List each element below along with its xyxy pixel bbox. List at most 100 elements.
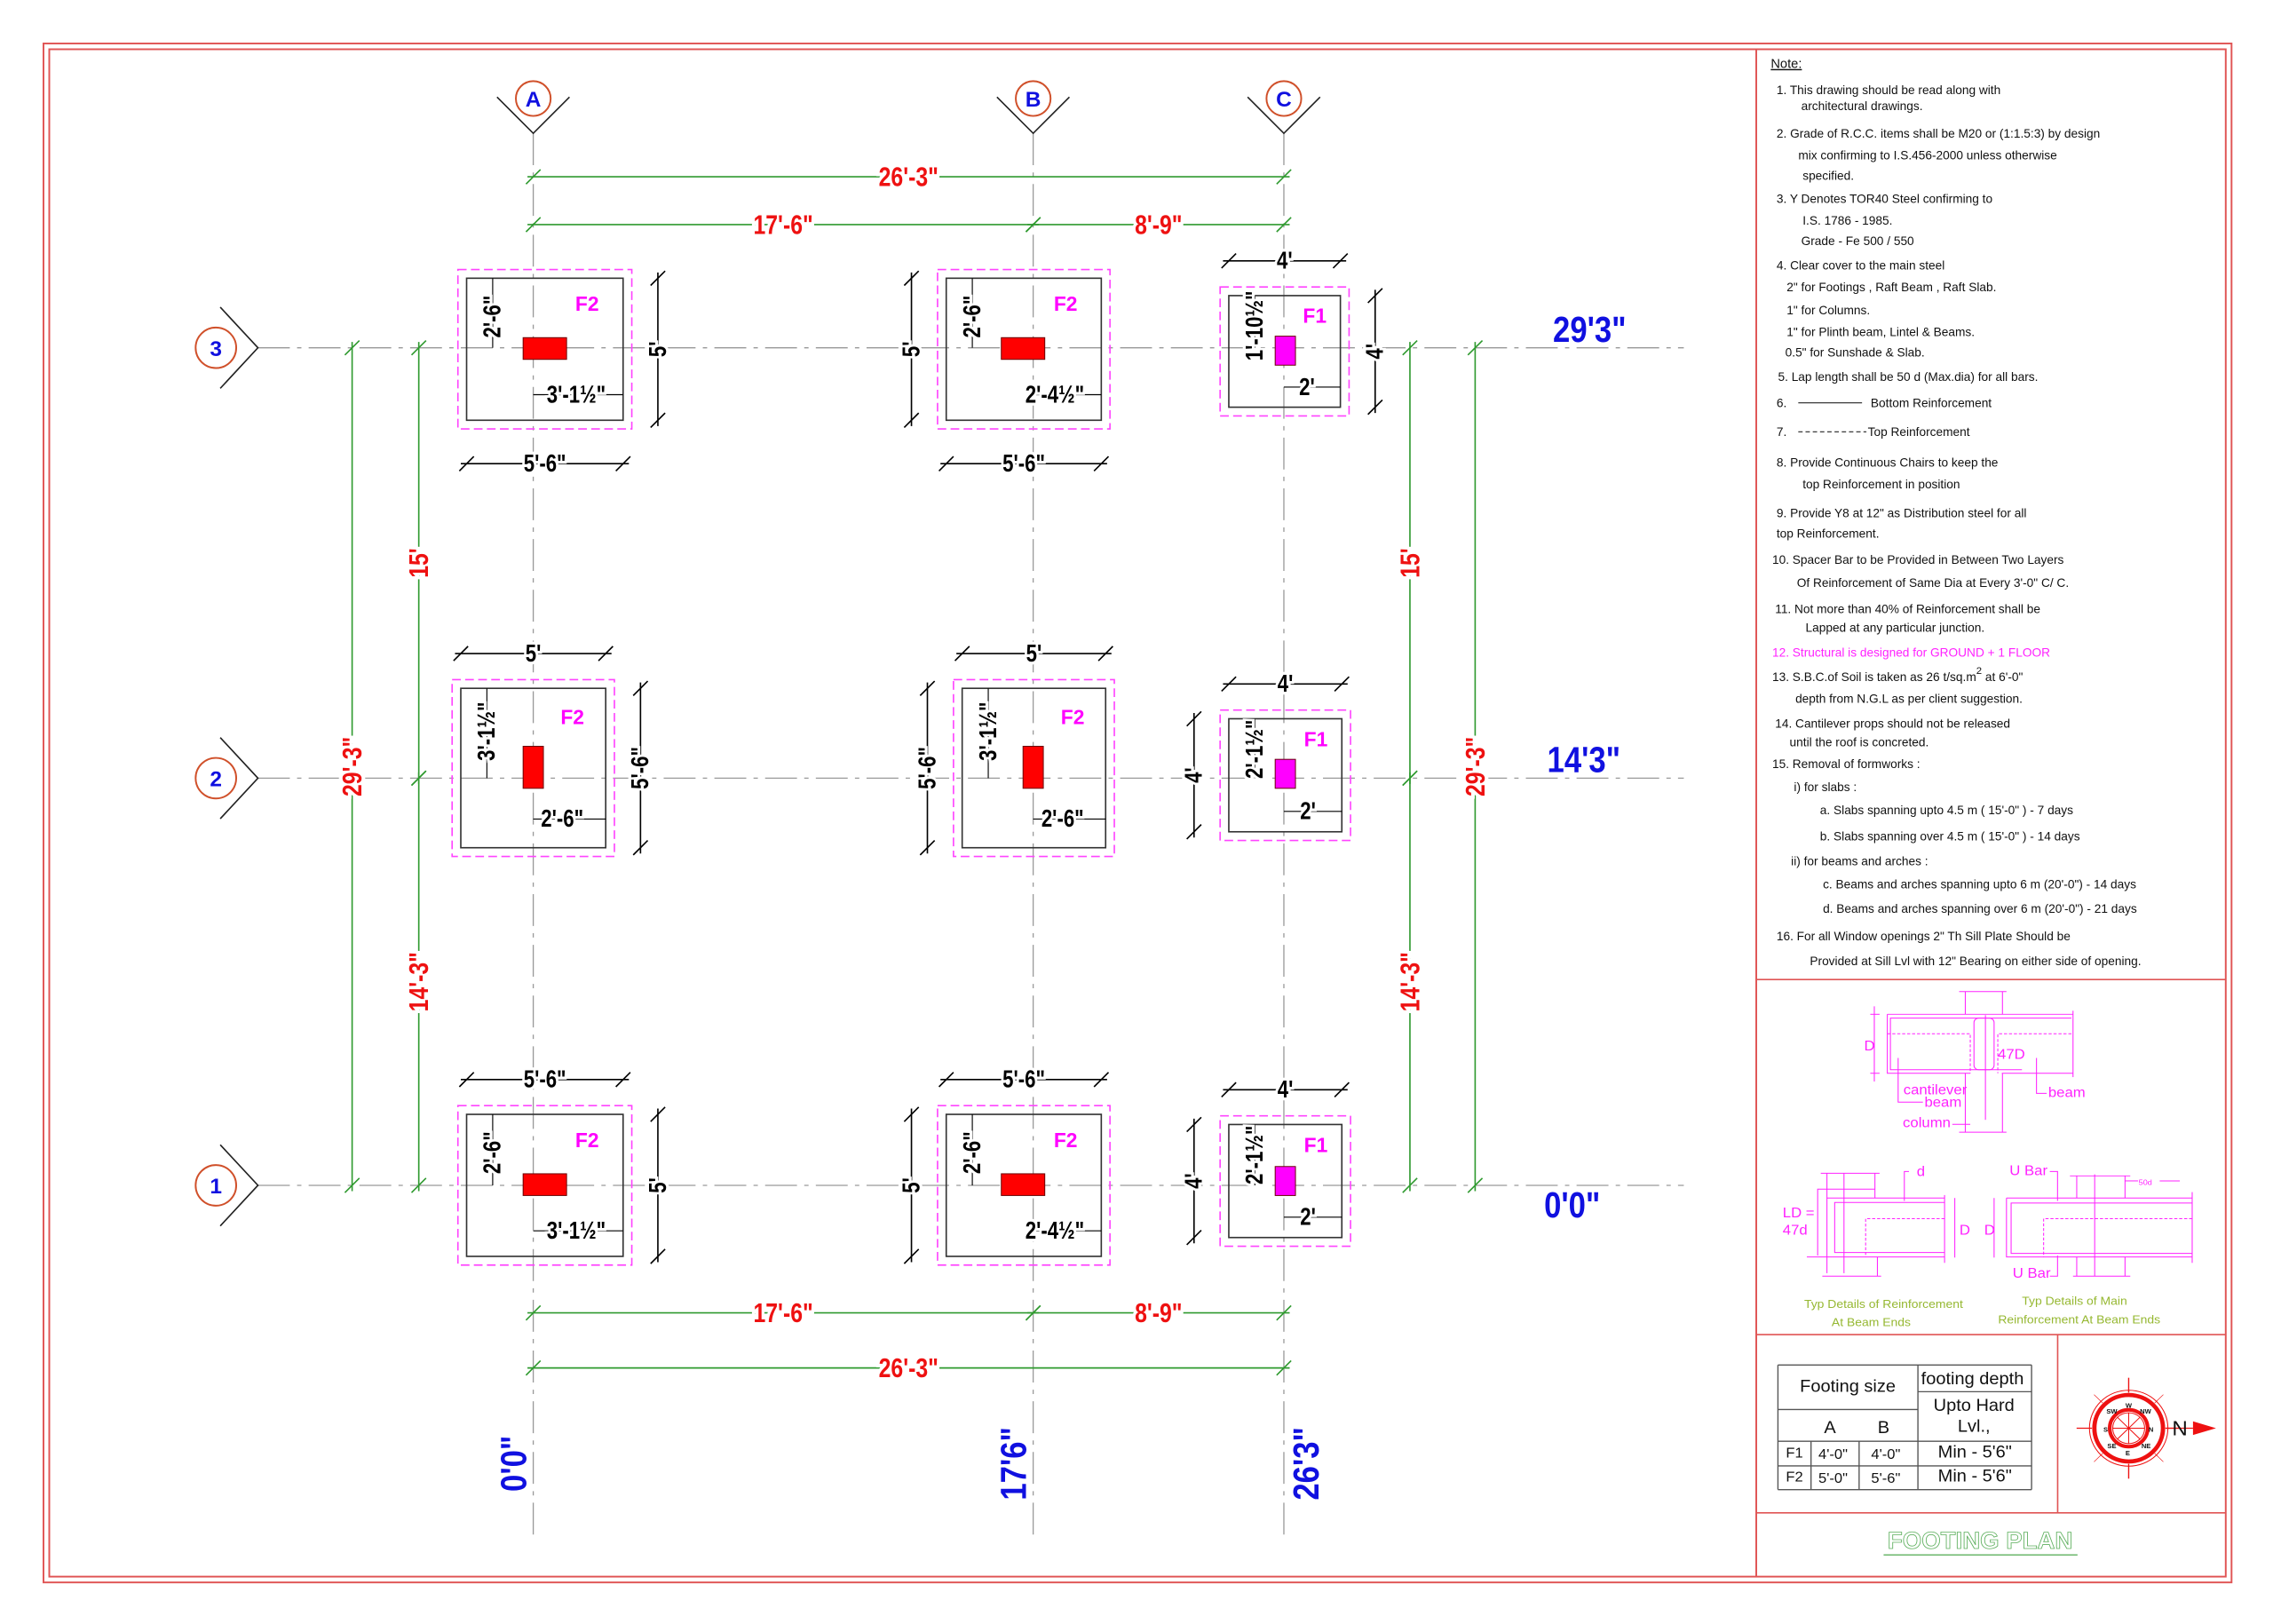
- detail-caption: At Beam Ends: [1832, 1316, 1911, 1329]
- dim-overall-left: 29'-3": [334, 339, 370, 1193]
- footing-type-label: F1: [1304, 727, 1328, 750]
- dimension-tick: [410, 770, 427, 787]
- dimension-tick: [1186, 1116, 1202, 1133]
- dimension-tick: [1221, 676, 1237, 693]
- footing-length-dim-label: 5': [644, 1177, 671, 1193]
- note-superscript: 2: [1976, 666, 1982, 677]
- note-text: b. Slabs spanning over 4.5 m ( 15'-0" ) …: [1820, 830, 2080, 844]
- dimension-tick: [458, 1072, 475, 1088]
- note-line: 0.5" for Sunshade & Slab.: [1786, 345, 1925, 359]
- dimension-tick: [1332, 253, 1349, 269]
- note-text: specified.: [1802, 169, 1854, 182]
- footing-outline: [945, 1113, 1103, 1257]
- footing-width-dim: 5'-6": [938, 1063, 1110, 1096]
- note-number: 7.: [1777, 425, 1786, 439]
- dimension-tick: [1276, 1304, 1292, 1321]
- dimension-tick: [1186, 824, 1202, 840]
- grid-marker-icon: [496, 96, 570, 135]
- dim-21-left: 14'-3": [400, 770, 437, 1193]
- grid-bubble-3: 3: [194, 306, 259, 389]
- dimension-tick: [344, 339, 360, 356]
- note-text: I.S. 1786 - 1985.: [1802, 214, 1892, 227]
- note-line: I.S. 1786 - 1985.: [1802, 214, 1892, 227]
- rebar-line: [2049, 1255, 2058, 1277]
- bar-dia-label: d: [1917, 1164, 1925, 1180]
- note-text: at 6'-0": [1982, 670, 2023, 684]
- dimension-tick: [1367, 399, 1383, 416]
- dimension-tick: [1221, 1081, 1237, 1098]
- u-bar-label: U Bar: [2013, 1265, 2051, 1281]
- footing-length-dim-label: 4': [1180, 1173, 1208, 1189]
- offset-vertical-label: 2'-6": [959, 1131, 986, 1174]
- rebar-line: [2049, 1170, 2058, 1201]
- offset-horizontal-label: 2'-6": [1041, 805, 1084, 833]
- dimension-tick: [938, 1072, 954, 1088]
- note-line: 16. For all Window openings 2" Th Sill P…: [1777, 930, 2071, 943]
- note-line: 2. Grade of R.C.C. items shall be M20 or…: [1777, 127, 2100, 140]
- footing-width-dim: 4': [1221, 668, 1350, 701]
- dimension-tick: [453, 646, 469, 661]
- notes-panel: Note: 1. This drawing should be read alo…: [1770, 58, 2141, 968]
- dimension-tick: [632, 839, 649, 856]
- column: [1274, 1166, 1296, 1196]
- footing-width-dim-label: 5'-6": [1002, 1066, 1045, 1093]
- rebar-line: [1833, 1201, 1945, 1254]
- note-line: 3. Y Denotes TOR40 Steel confirming to: [1777, 192, 1993, 205]
- footing-length-dim: 5': [895, 1106, 928, 1264]
- dimension-tick: [1093, 456, 1110, 471]
- table-header-size: Footing size: [1800, 1377, 1896, 1397]
- note-text: 1. This drawing should be read along wit…: [1777, 83, 2000, 97]
- level-row-1: 0'0": [1544, 1185, 1600, 1225]
- rebar-line: [2010, 1202, 2192, 1255]
- ld-label: LD =: [1783, 1205, 1815, 1221]
- dim-overall-top: 26'-3": [525, 158, 1292, 195]
- dimension-tick: [1276, 169, 1292, 185]
- footing-length-dim: 5'-6": [911, 680, 944, 856]
- footing-pcc-outline: [937, 268, 1111, 430]
- footing-outline: [1228, 1123, 1343, 1239]
- dim-ab-top-label: 17'-6": [753, 210, 812, 240]
- footing-length-dim: 4': [1177, 1116, 1210, 1246]
- footing-f2: F23'-1½"2'-6"5'5'-6": [911, 638, 1115, 858]
- note-text: c. Beams and arches spanning upto 6 m (2…: [1823, 877, 2136, 891]
- footing-width-dim-label: 5': [526, 640, 542, 668]
- cantilever-label: cantilever: [1904, 1082, 1968, 1098]
- dimension-tick: [903, 412, 920, 429]
- note-line: depth from N.G.L as per client suggestio…: [1795, 693, 2023, 706]
- table-col-b: B: [1878, 1418, 1889, 1438]
- grid-marker-icon: [219, 1144, 259, 1227]
- footing-length-dim-label: 4': [1180, 767, 1208, 783]
- dimension-tick: [1276, 217, 1292, 233]
- footing-width-dim: 5': [453, 638, 614, 669]
- note-text: 10. Spacer Bar to be Provided in Between…: [1772, 553, 2064, 566]
- dim-21-right: 14'-3": [1391, 770, 1429, 1193]
- note-line: 12. Structural is designed for GROUND + …: [1772, 646, 2050, 659]
- footing-width-dim-label: 5'-6": [1002, 450, 1045, 478]
- note-line: 5. Lap length shall be 50 d (Max.dia) fo…: [1778, 370, 2038, 384]
- table-header-depth: footing depth: [1921, 1369, 2024, 1389]
- dimension-tick: [903, 1248, 920, 1264]
- dimension-tick: [410, 1177, 427, 1193]
- offset-vertical-label: 2'-6": [479, 296, 506, 338]
- offset-horizontal-label: 2': [1300, 797, 1316, 825]
- note-text: 13. S.B.C.of Soil is taken as 26 t/sq.m: [1772, 670, 1976, 684]
- note-text: 9. Provide Y8 at 12" as Distribution ste…: [1777, 507, 2027, 520]
- rebar-line: [2036, 1058, 2047, 1094]
- note-line: Of Reinforcement of Same Dia at Every 3'…: [1797, 576, 2069, 590]
- grid-bubble-B: B: [996, 80, 1071, 135]
- note-line: Bottom Reinforcement: [1871, 397, 1992, 410]
- note-text: 8. Provide Continuous Chairs to keep the: [1777, 456, 1999, 470]
- note-number: 6.: [1777, 397, 1786, 410]
- dim-ab-bottom-label: 17'-6": [753, 1297, 812, 1327]
- footing-width-dim-label: 4': [1278, 670, 1294, 698]
- footing-outline: [465, 1113, 624, 1257]
- dimension-tick: [458, 456, 475, 471]
- dimension-tick: [1093, 1072, 1110, 1088]
